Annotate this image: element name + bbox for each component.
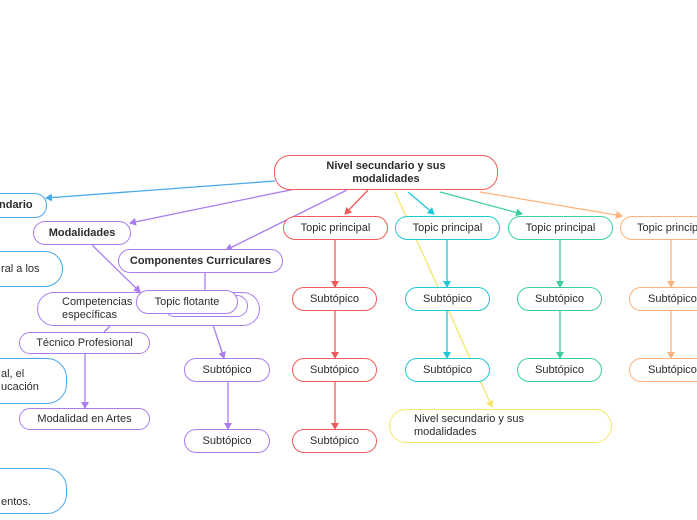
modalidad-en-artes-node[interactable]: Modalidad en Artes [19, 408, 150, 430]
subtopic-purple-2[interactable]: Subtópico [184, 429, 270, 453]
root-node[interactable]: Nivel secundario y sus modalidades [274, 155, 498, 190]
edge-root-secundario [45, 180, 276, 202]
edge-root-topic-green [439, 191, 523, 217]
subtopic-red-2[interactable]: Subtópico [292, 358, 377, 382]
subtopic-teal-1[interactable]: Subtópico [405, 287, 490, 311]
topic-principal-teal[interactable]: Topic principal [395, 216, 500, 240]
subtopic-orange-1[interactable]: Subtópico [629, 287, 697, 311]
edge-root-topic-teal [407, 191, 435, 215]
subtopic-green-2[interactable]: Subtópico [517, 358, 602, 382]
subtopic-orange-2[interactable]: Subtópico [629, 358, 697, 382]
subtopic-green-1[interactable]: Subtópico [517, 287, 602, 311]
entos-node[interactable]: entos. [0, 468, 67, 514]
subtopic-red-1[interactable]: Subtópico [292, 287, 377, 311]
topic-principal-green[interactable]: Topic principal [508, 216, 613, 240]
subtopic-teal-2[interactable]: Subtópico [405, 358, 490, 382]
edge-root-topic-red [344, 189, 369, 215]
floating-topic-yellow[interactable]: Nivel secundario y sus modalidades [389, 409, 612, 443]
topic-flotante-node[interactable]: Topic flotante [136, 290, 238, 314]
edge-modalidades-competencias [91, 244, 141, 293]
ral-a-los-node[interactable]: ral a los [0, 251, 63, 287]
edge-root-modalidades [129, 188, 296, 226]
al-el-educacion-node[interactable]: al, el ucación [0, 358, 67, 404]
tecnico-profesional-node[interactable]: Técnico Profesional [19, 332, 150, 354]
topic-principal-orange[interactable]: Topic princip [620, 216, 697, 240]
topic-principal-red[interactable]: Topic principal [283, 216, 388, 240]
subtopic-purple-1[interactable]: Subtópico [184, 358, 270, 382]
secundario-node[interactable]: ndario [0, 193, 47, 218]
edge-root-topic-orange [479, 191, 623, 219]
modalidades-node[interactable]: Modalidades [33, 221, 131, 245]
edge-competencias-tecnico [103, 325, 111, 333]
componentes-curriculares-node[interactable]: Componentes Curriculares [118, 249, 283, 273]
subtopic-red-3[interactable]: Subtópico [292, 429, 377, 453]
